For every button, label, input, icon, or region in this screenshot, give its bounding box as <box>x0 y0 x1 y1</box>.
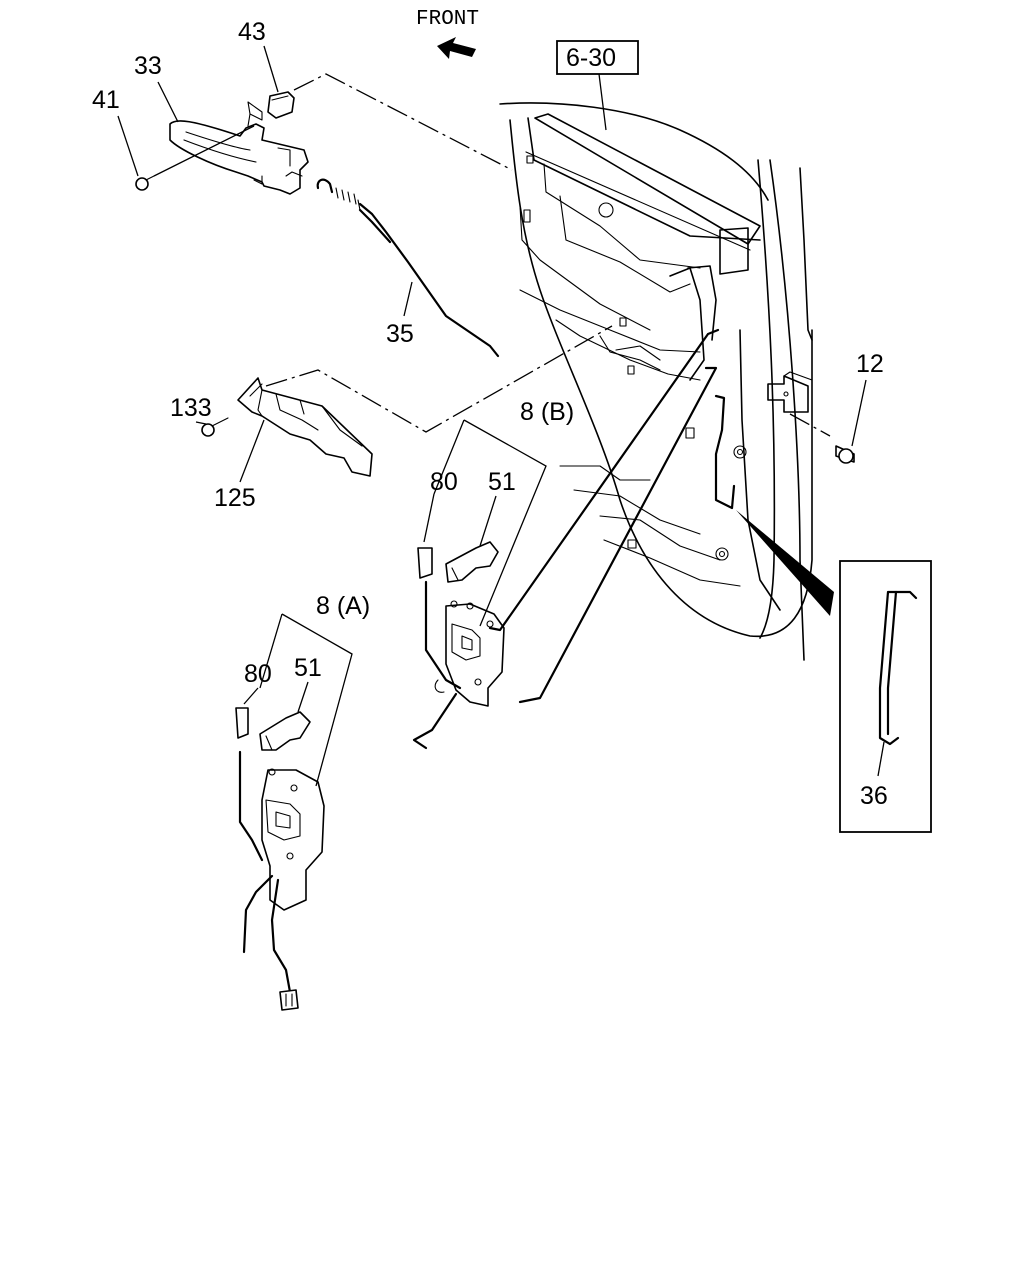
callout-43: 43 <box>238 18 266 46</box>
callout-125: 125 <box>214 484 256 512</box>
lock-assembly-8a <box>238 613 353 1011</box>
callout-36: 36 <box>860 782 888 810</box>
clip-43 <box>267 91 295 119</box>
outside-door-handle <box>169 101 309 195</box>
front-label: FRONT <box>416 8 479 31</box>
lock-assembly-8b <box>412 419 547 750</box>
door-inner-panel <box>499 102 813 638</box>
callout-8a: 8 (A) <box>316 592 370 620</box>
callout-51b: 51 <box>488 468 516 496</box>
inner-control-rods <box>488 328 736 704</box>
callout-133: 133 <box>170 394 212 422</box>
callout-33: 33 <box>134 52 162 80</box>
bracket-125 <box>237 377 373 477</box>
screw-133 <box>201 417 229 437</box>
screw-12 <box>835 445 855 464</box>
front-arrow-icon <box>437 37 476 59</box>
connector-80a <box>235 707 249 739</box>
connector-51a <box>259 711 311 751</box>
rod-35 <box>316 178 500 358</box>
connector-51b <box>445 541 499 583</box>
callout-12: 12 <box>856 350 884 378</box>
striker-bracket <box>767 371 831 437</box>
detail-callout-wedge <box>736 510 834 616</box>
detail-box-36[interactable]: 36 <box>839 560 932 833</box>
door-pillar <box>757 159 813 661</box>
callout-8b: 8 (B) <box>520 398 574 426</box>
callout-35: 35 <box>386 320 414 348</box>
reference-box-label: 6-30 <box>566 44 616 72</box>
connector-80b <box>417 547 433 579</box>
front-direction-indicator: FRONT <box>416 8 479 59</box>
callout-51a: 51 <box>294 654 322 682</box>
screw-41 <box>135 125 255 191</box>
reference-box[interactable]: 6-30 <box>556 40 639 75</box>
callout-80a: 80 <box>244 660 272 688</box>
callout-41: 41 <box>92 86 120 114</box>
callout-80b: 80 <box>430 468 458 496</box>
